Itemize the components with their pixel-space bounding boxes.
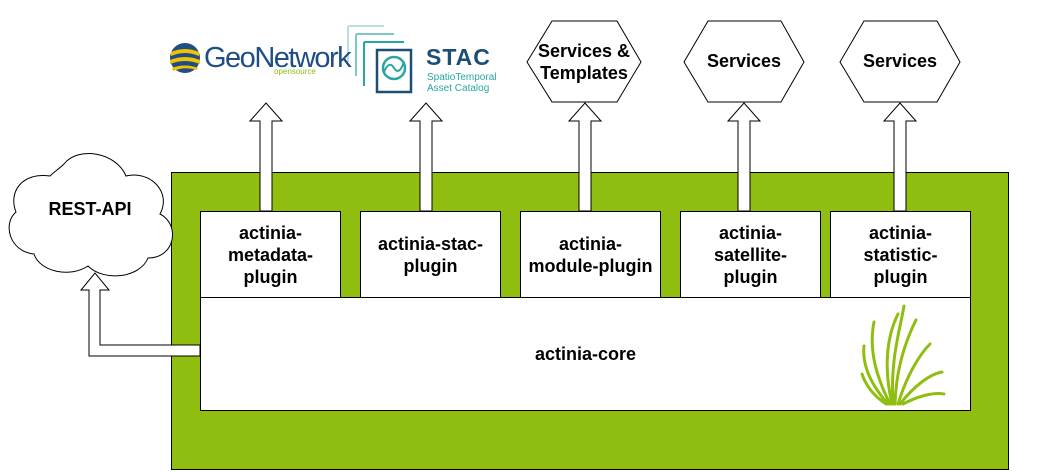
arrow-up-statistic — [882, 102, 918, 212]
actinia-plant-logo-icon — [860, 304, 946, 406]
geonetwork-wordmark: GeoNetwork — [204, 42, 352, 74]
arrow-up-stac — [408, 102, 444, 212]
arrow-core-to-rest-api — [79, 272, 201, 357]
satellite-plugin-box: actinia- satellite- plugin — [680, 211, 821, 298]
services-hexagon-2 — [839, 20, 961, 103]
services-hexagon-1 — [683, 20, 805, 103]
arrow-up-module — [567, 102, 603, 212]
rest-api-cloud-icon — [8, 153, 173, 277]
services-label-2: Services — [862, 51, 938, 71]
stac-logo-icon — [347, 25, 413, 94]
stac-wordmark: STAC — [426, 44, 491, 70]
geonetwork-subtitle: opensource — [274, 67, 316, 76]
services-templates-hexagon — [526, 20, 642, 103]
actinia-core-box — [200, 297, 971, 411]
geonetwork-globe-icon — [170, 43, 200, 73]
stac-subtitle: SpatioTemporal Asset Catalog — [427, 72, 497, 94]
arrow-up-metadata — [248, 102, 284, 212]
arrow-up-satellite — [726, 102, 762, 212]
actinia-core-label: actinia-core — [534, 344, 637, 364]
statistic-plugin-box: actinia- statistic- plugin — [830, 211, 971, 298]
rest-api-label: REST-API — [48, 199, 132, 219]
services-templates-label: Services & Templates — [537, 41, 631, 83]
metadata-plugin-box: actinia- metadata- plugin — [200, 211, 341, 298]
services-label-1: Services — [706, 51, 782, 71]
